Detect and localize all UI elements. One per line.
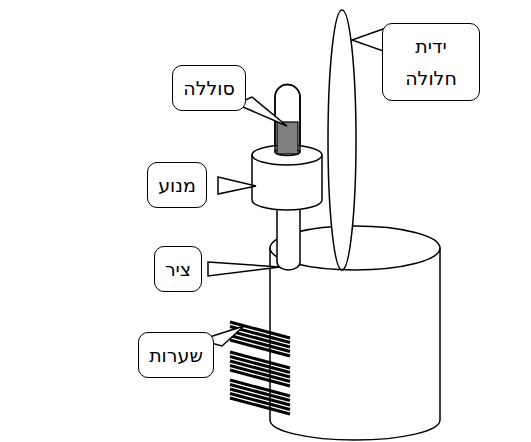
battery-tube: [275, 85, 300, 166]
callout-box: שערות: [138, 332, 214, 378]
base-cylinder: [270, 248, 440, 440]
hollow-handle: [328, 10, 356, 270]
callout-tail: [208, 262, 280, 276]
callout-label: ידית חלולה: [393, 30, 469, 95]
bristles: [230, 322, 290, 414]
callout-box: מנוע: [147, 162, 207, 208]
callout-label: מנוע: [158, 169, 196, 201]
callout-box: סוללה: [172, 65, 246, 111]
callout-tail: [218, 177, 256, 194]
callout-label: ציר: [165, 253, 191, 285]
callout-tail: [352, 28, 386, 52]
callout-label: סוללה: [183, 72, 235, 104]
callout-label: שערות: [149, 339, 203, 371]
battery: [277, 122, 298, 154]
callout-box: ידית חלולה: [382, 23, 480, 102]
bristle: [230, 398, 290, 414]
callout-box: ציר: [154, 246, 202, 292]
